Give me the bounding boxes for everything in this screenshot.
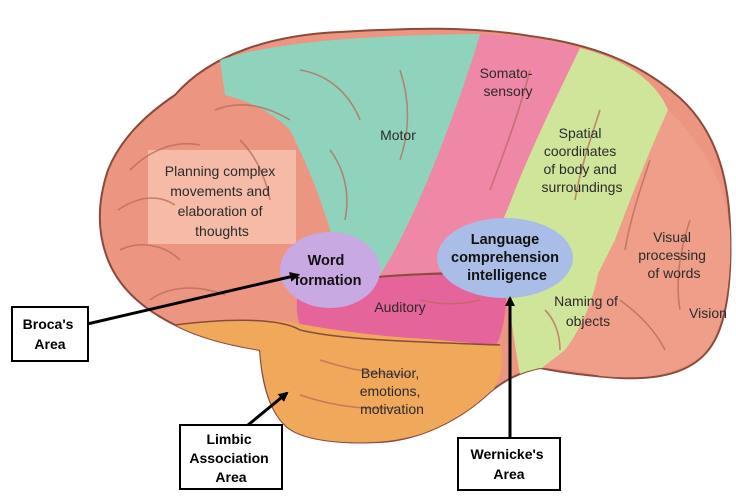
limbic-region-label: Behavior, emotions, motivation bbox=[360, 365, 425, 417]
limbic-callout: Limbic Association Area bbox=[180, 425, 282, 489]
vision-label: Vision bbox=[689, 305, 727, 321]
wernicke-callout: Wernicke's Area bbox=[458, 438, 560, 490]
motor-label: Motor bbox=[380, 127, 416, 143]
auditory-label: Auditory bbox=[374, 299, 425, 315]
broca-callout: Broca's Area bbox=[12, 307, 88, 361]
word-formation-region bbox=[280, 232, 380, 308]
